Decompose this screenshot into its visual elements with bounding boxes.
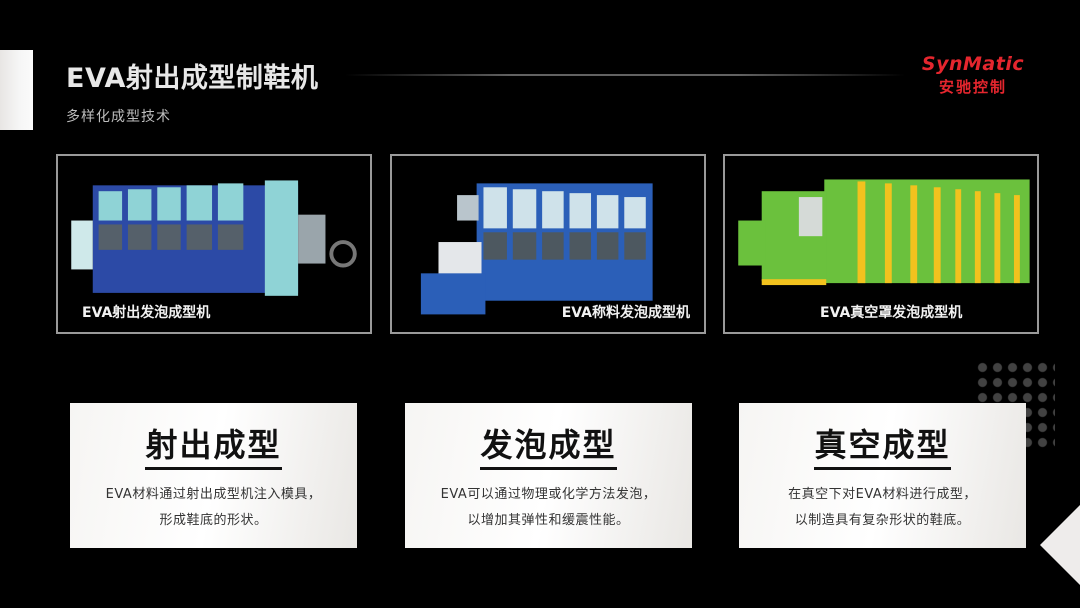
machine-card-injection: EVA射出发泡成型机	[56, 154, 372, 334]
brand-logo: SynMatic 安驰控制	[918, 53, 1028, 97]
logo-text-cn: 安驰控制	[938, 78, 1007, 96]
machine-card-weighing: EVA称料发泡成型机	[390, 154, 706, 334]
logo-text-en: SynMatic	[921, 53, 1025, 75]
method-heading: 射出成型	[145, 425, 282, 470]
weighing-machine-image	[420, 183, 653, 315]
method-card-vacuum: 真空成型 在真空下对EVA材料进行成型， 以制造具有复杂形状的鞋底。	[739, 403, 1026, 548]
method-heading: 真空成型	[814, 425, 951, 470]
machine-caption: EVA真空罩发泡成型机	[820, 305, 963, 321]
method-card-foaming: 发泡成型 EVA可以通过物理或化学方法发泡， 以增加其弹性和缓震性能。	[405, 403, 692, 548]
method-description: 在真空下对EVA材料进行成型， 以制造具有复杂形状的鞋底。	[788, 487, 977, 528]
method-description: EVA可以通过物理或化学方法发泡， 以增加其弹性和缓震性能。	[440, 487, 657, 528]
vacuum-machine-image	[738, 179, 1030, 286]
method-heading: 发泡成型	[480, 425, 617, 470]
injection-machine-image	[71, 180, 357, 296]
page-title: EVA射出成型制鞋机	[66, 63, 319, 94]
decorative-left-bar	[0, 50, 33, 130]
method-description: EVA材料通过射出成型机注入模具， 形成鞋底的形状。	[105, 487, 322, 528]
machine-caption: EVA射出发泡成型机	[82, 305, 211, 321]
method-card-injection: 射出成型 EVA材料通过射出成型机注入模具， 形成鞋底的形状。	[70, 403, 357, 548]
page-subtitle: 多样化成型技术	[66, 109, 171, 125]
machine-caption: EVA称料发泡成型机	[561, 305, 690, 321]
machine-card-vacuum: EVA真空罩发泡成型机	[723, 154, 1039, 334]
decorative-triangle	[1040, 505, 1080, 585]
header-divider	[345, 74, 905, 76]
